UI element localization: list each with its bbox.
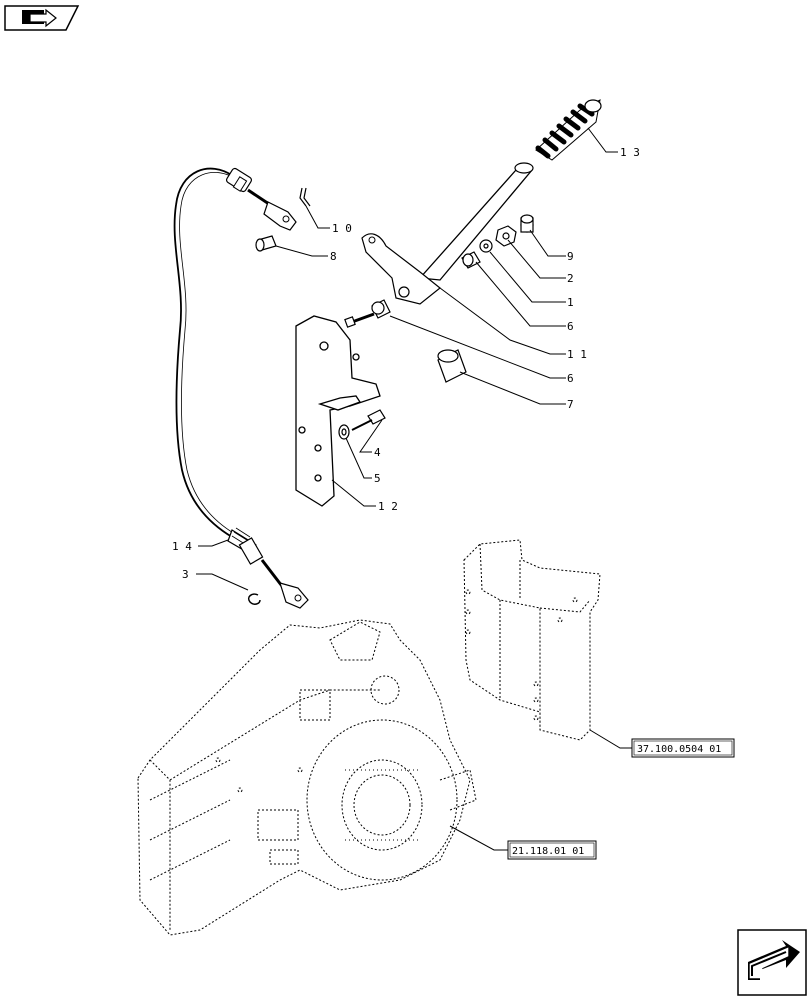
callout-labels: 1 3 1 0 8 9 2 1 6 1 1 6 7 4 5 1 2 1 4 3 [172,146,640,581]
pin-part [255,235,277,252]
callout-12: 1 2 [378,500,398,513]
lever-assembly [361,99,602,305]
callout-1: 1 [567,296,574,309]
small-parts [338,214,534,440]
callout-3: 3 [182,568,189,581]
clip-part [299,187,311,207]
back-button[interactable] [4,5,80,31]
mounting-plate-part [295,315,381,507]
reference-label: 37.100.0504 01 [637,744,721,755]
bushing-part-9 [520,214,534,233]
callout-10: 1 0 [332,222,352,235]
callout-4: 4 [374,446,381,459]
transmission-housing-reference-part [137,619,477,936]
callout-6b: 6 [567,372,574,385]
cable-assembly [173,167,309,609]
next-page-button[interactable] [737,929,807,996]
callout-2: 2 [567,272,574,285]
nut-part-2 [495,225,517,247]
sleeve-part-7 [437,349,467,383]
callout-8: 8 [330,250,337,263]
reference-label: 21.118.01 01 [512,846,584,857]
back-arrow-icon [22,8,57,28]
callout-6a: 6 [567,320,574,333]
circlip-part [247,593,261,605]
bolt-part-11 [344,312,375,328]
callout-13: 1 3 [620,146,640,159]
washer-part-1 [479,239,493,253]
callout-11: 1 1 [567,348,587,361]
upright-bracket-reference-part [463,539,601,741]
callout-14: 1 4 [172,540,192,553]
next-page-arrow-icon [748,940,800,980]
bushing-part-6b [371,299,391,319]
reference-link-21-118-01-01[interactable]: 21.118.01 01 [507,840,597,860]
callout-7: 7 [567,398,574,411]
callout-9: 9 [567,250,574,263]
bolt-part-4 [351,409,386,431]
reference-link-37-100-0504-01[interactable]: 37.100.0504 01 [631,738,735,758]
leader-lines [196,127,632,851]
callout-5: 5 [374,472,381,485]
spacer-part-6a [461,251,481,269]
rubber-boot-part [535,99,602,161]
washer-part-5 [338,424,350,440]
